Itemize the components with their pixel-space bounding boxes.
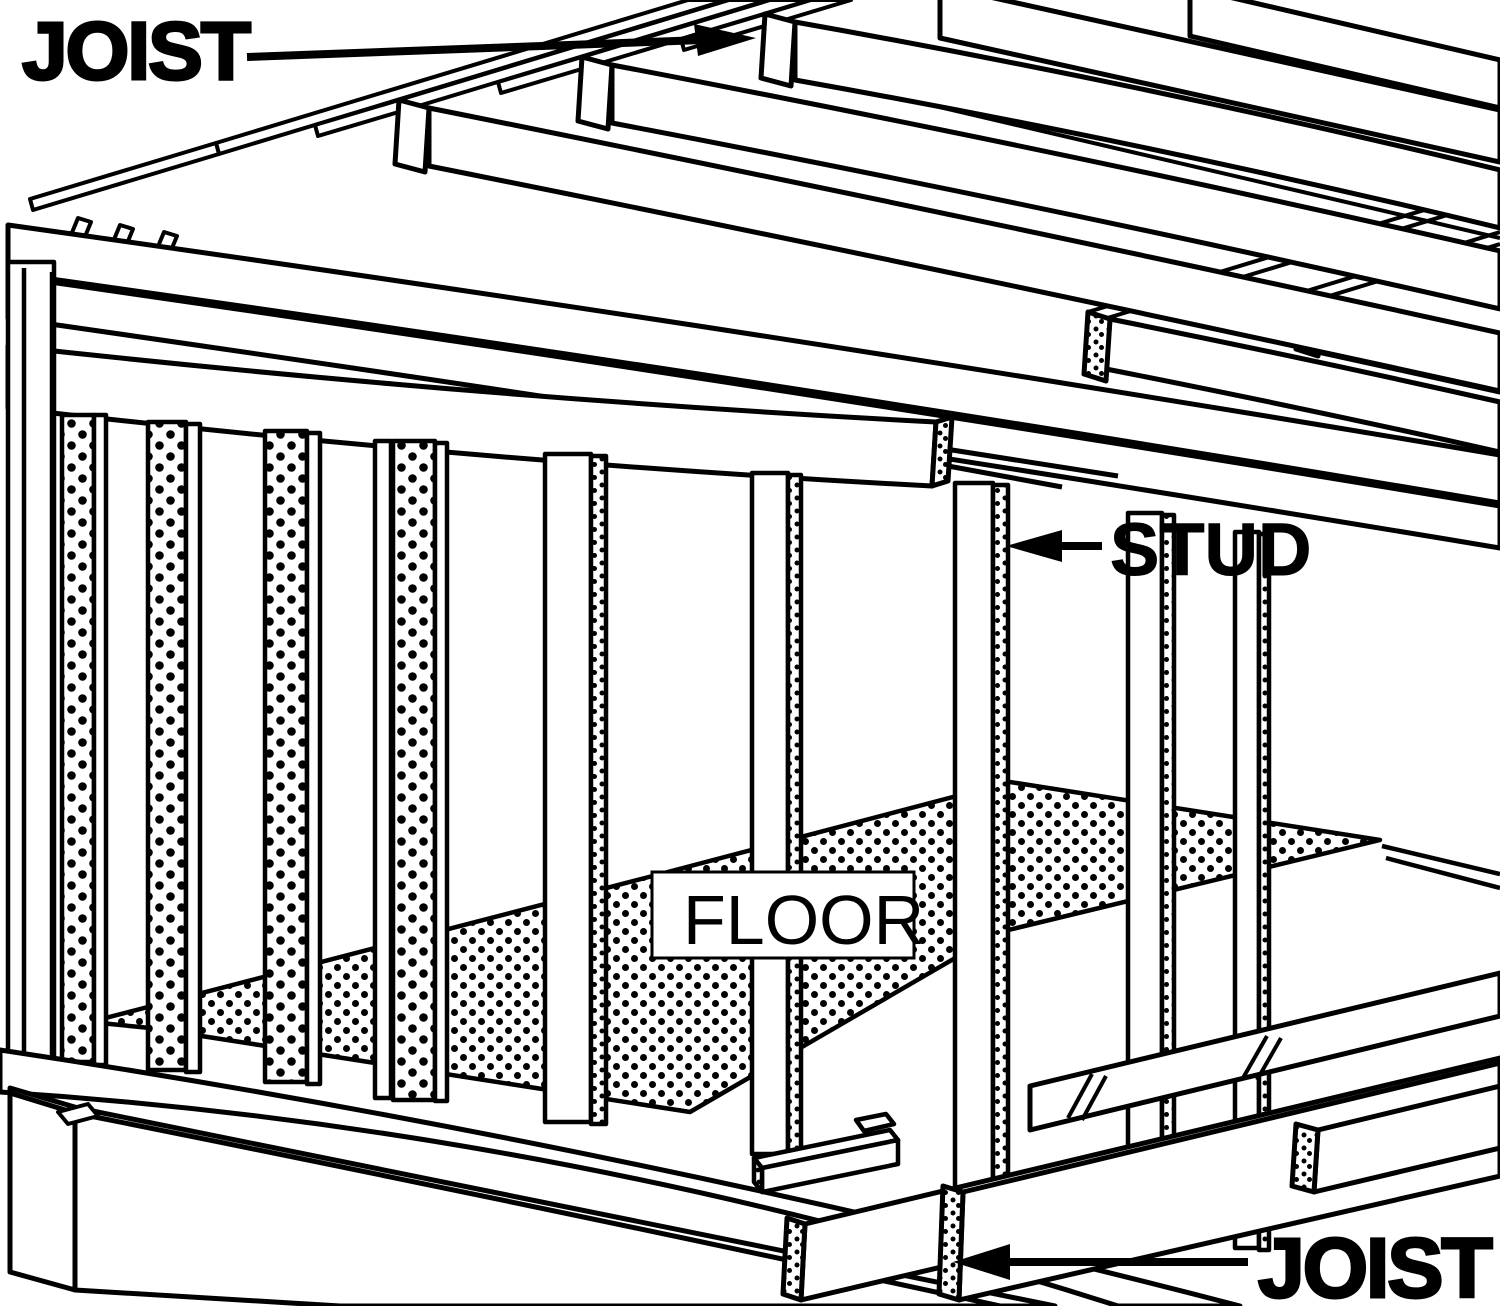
stud-arrowhead-icon (1006, 530, 1062, 562)
joist-bottom-arrowhead-icon (953, 1244, 1010, 1280)
stud (749, 470, 804, 1159)
stud (59, 412, 109, 1068)
floor-label: FLOOR (683, 881, 924, 959)
stud-label: STUD (1110, 508, 1311, 591)
joist-top-callout: JOIST (21, 5, 756, 99)
joist-splice-marks (1066, 1035, 1283, 1121)
sill-girder (7, 1085, 1058, 1306)
joist-top-arrow-line (246, 36, 703, 61)
corner-post (5, 259, 57, 1065)
stud (372, 438, 450, 1104)
ceiling-joists (392, 11, 1500, 394)
lapped-block (751, 1111, 901, 1195)
stud (542, 451, 609, 1127)
stud-labeled (952, 480, 1011, 1195)
stud (1125, 510, 1177, 1231)
annotations: JOIST STUD FLOOR JOIST (21, 5, 1496, 1306)
stud (262, 428, 323, 1087)
floor-callout: FLOOR (650, 870, 924, 960)
joist-bottom-label: JOIST (1258, 1221, 1492, 1306)
stud (145, 419, 203, 1075)
joist-top-label: JOIST (22, 6, 251, 97)
stud-callout: STUD (1006, 508, 1312, 592)
joist-top-arrowhead-icon (694, 24, 756, 56)
joist-bottom-callout: JOIST (953, 1220, 1496, 1306)
floor-label-box (650, 870, 916, 960)
floor-joists (751, 970, 1500, 1303)
